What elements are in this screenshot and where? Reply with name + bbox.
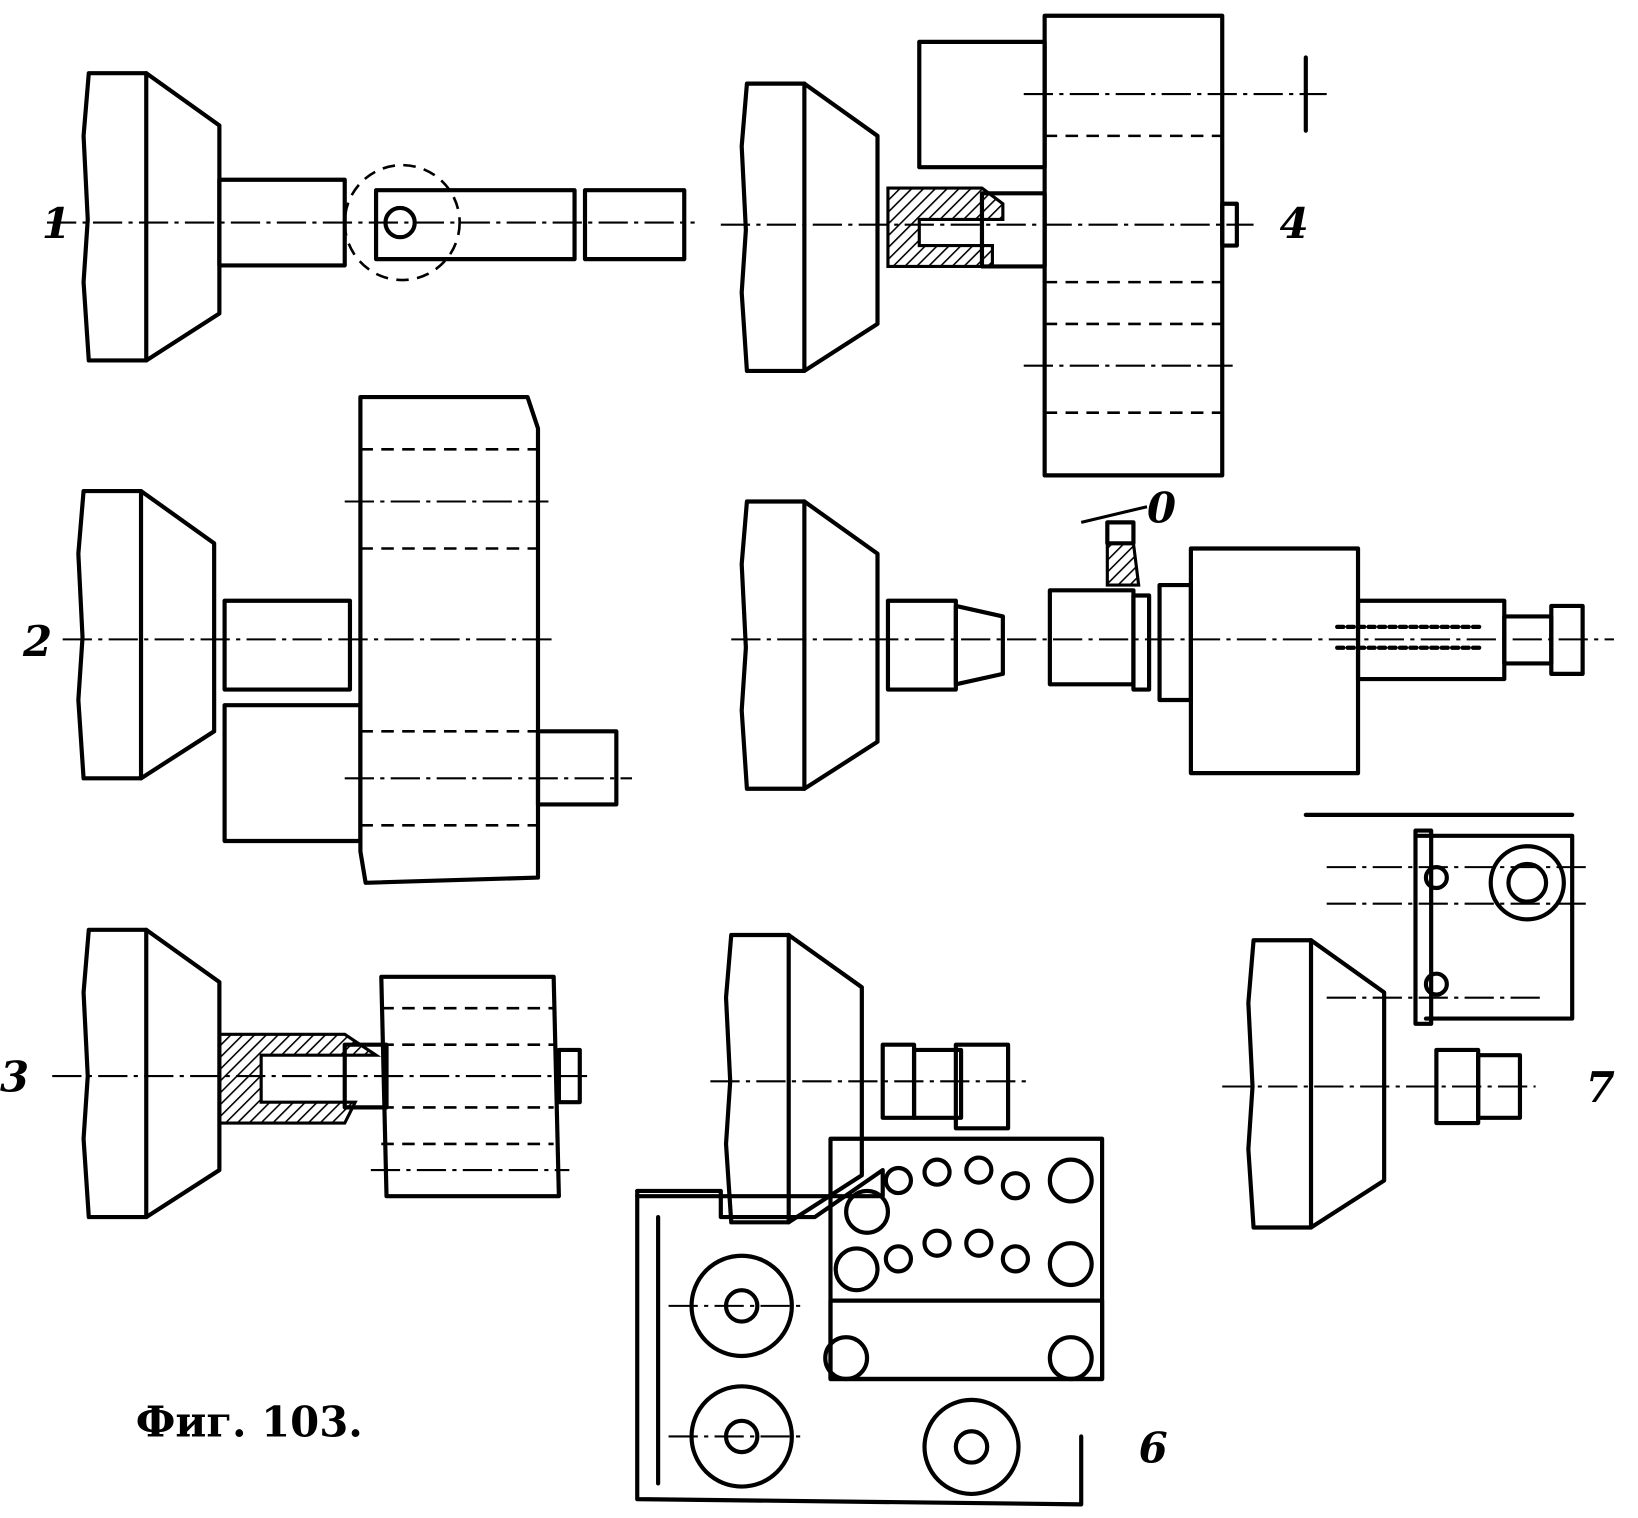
bolt-hole xyxy=(1047,1335,1094,1382)
bolt-hole xyxy=(964,1155,994,1185)
label-fig-3: 3 xyxy=(0,1053,29,1102)
faceplate-4 xyxy=(739,499,880,791)
faceplate-7 xyxy=(1246,938,1387,1230)
part-o-leader-line xyxy=(1080,505,1148,524)
assembly-5 xyxy=(731,505,1614,776)
bolt-hole xyxy=(1047,1157,1094,1204)
faceplate-6 xyxy=(723,932,864,1225)
faceplate-2 xyxy=(739,81,880,374)
assembly-4 xyxy=(720,13,1327,478)
assembly-1 xyxy=(47,163,695,282)
label-fig-4: 4 xyxy=(1280,199,1309,248)
bolt-hole xyxy=(883,1244,914,1274)
bolt-hole xyxy=(833,1246,880,1293)
bolt-hole xyxy=(823,1335,870,1382)
label-fig-7: 7 xyxy=(1586,1063,1615,1112)
assembly-7 xyxy=(1222,812,1588,1126)
figure-caption: Фиг. 103. xyxy=(136,1397,363,1446)
bolt-hole xyxy=(1000,1171,1031,1201)
label-fig-6: 6 xyxy=(1139,1424,1168,1473)
bolt-hole xyxy=(883,1165,914,1196)
label-part-o: 0 xyxy=(1147,483,1176,532)
bolt-hole xyxy=(1047,1241,1094,1288)
bolt-hole xyxy=(844,1188,891,1235)
label-fig-2: 2 xyxy=(22,617,52,666)
bolt-hole xyxy=(1000,1244,1031,1274)
faceplates xyxy=(76,71,1387,1230)
faceplate-5 xyxy=(81,927,222,1220)
assembly-6 xyxy=(635,1042,1105,1507)
bolt-hole xyxy=(922,1157,952,1187)
bolt-hole xyxy=(922,1228,952,1258)
assembly-3 xyxy=(52,974,591,1199)
faceplate-1 xyxy=(81,71,222,363)
assembly-2 xyxy=(62,394,633,885)
faceplate-3 xyxy=(76,488,217,781)
label-fig-1: 1 xyxy=(42,199,71,248)
bolt-hole xyxy=(964,1228,994,1258)
